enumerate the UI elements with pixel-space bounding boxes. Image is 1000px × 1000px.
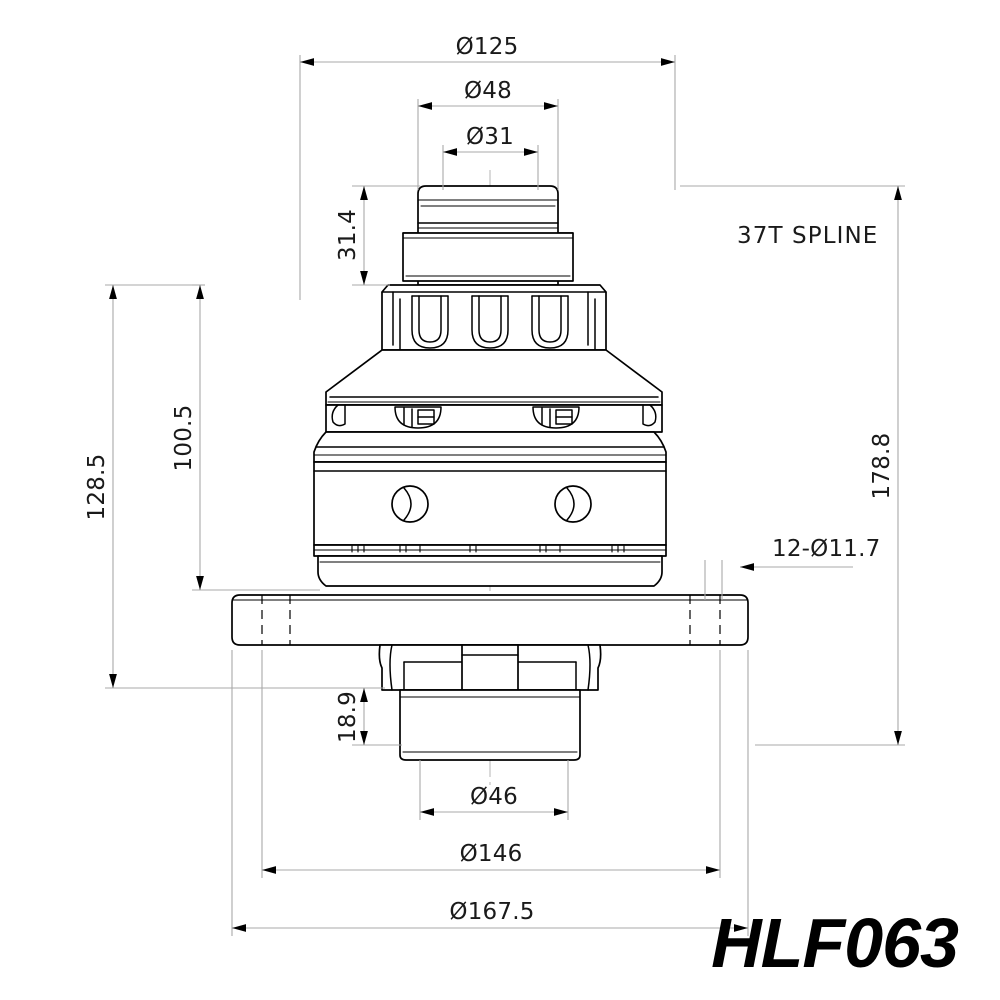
dimension-group: Ø125 Ø48 Ø31 31.4 — [84, 34, 905, 936]
mid-band — [325, 404, 663, 433]
dim-label-dia-46: Ø46 — [470, 784, 518, 810]
dimension-len-31-4: 31.4 — [335, 186, 420, 285]
shoulder-rings — [313, 431, 667, 463]
serration-ticks — [351, 545, 625, 553]
dim-label-dia-146: Ø146 — [460, 841, 523, 867]
dim-label-len-128-5: 128.5 — [84, 454, 110, 521]
dimension-dia-167-5: Ø167.5 — [232, 650, 748, 936]
dimension-len-128-5: 128.5 — [84, 285, 380, 688]
dimension-len-178-8: 178.8 — [680, 186, 905, 745]
dim-label-len-178-8: 178.8 — [869, 433, 895, 500]
dim-label-dia-48: Ø48 — [464, 78, 512, 104]
notes-group: 37T SPLINE — [737, 223, 878, 249]
main-body — [313, 461, 667, 546]
dimension-dia-146: Ø146 — [262, 650, 720, 878]
dim-label-dia-167-5: Ø167.5 — [449, 899, 534, 925]
note-spline: 37T SPLINE — [737, 223, 878, 249]
dimension-dia-48: Ø48 — [418, 78, 558, 190]
dim-label-bolt-holes: 12-Ø11.7 — [772, 536, 880, 562]
port-hole-left — [391, 485, 429, 523]
dim-label-len-18-9: 18.9 — [335, 691, 361, 743]
dimension-dia-31: Ø31 — [443, 124, 538, 190]
spline-shaft — [402, 185, 574, 286]
dim-label-dia-31: Ø31 — [466, 124, 514, 150]
vent-louver-right — [532, 406, 580, 429]
bolt-hole-hidden-lines — [261, 595, 721, 645]
conical-housing — [325, 349, 663, 406]
part-number-title: HLF063 — [711, 904, 959, 982]
dimension-bolt-holes: 12-Ø11.7 — [705, 536, 880, 600]
dimension-dia-125: Ø125 — [300, 34, 675, 300]
dimension-len-100-5: 100.5 — [171, 285, 320, 590]
dimension-dia-46: Ø46 — [420, 760, 568, 820]
dim-label-len-100-5: 100.5 — [171, 405, 197, 472]
lower-step-rings — [313, 544, 667, 587]
mounting-flange — [231, 594, 749, 646]
dim-label-dia-125: Ø125 — [456, 34, 519, 60]
part-geometry-group — [231, 185, 749, 761]
slotted-cage — [381, 284, 607, 351]
dim-label-len-31-4: 31.4 — [335, 209, 361, 261]
lower-hub — [378, 644, 602, 761]
vent-louver-left — [394, 406, 442, 429]
port-hole-right — [554, 485, 592, 523]
dimension-len-18-9: 18.9 — [335, 688, 402, 745]
